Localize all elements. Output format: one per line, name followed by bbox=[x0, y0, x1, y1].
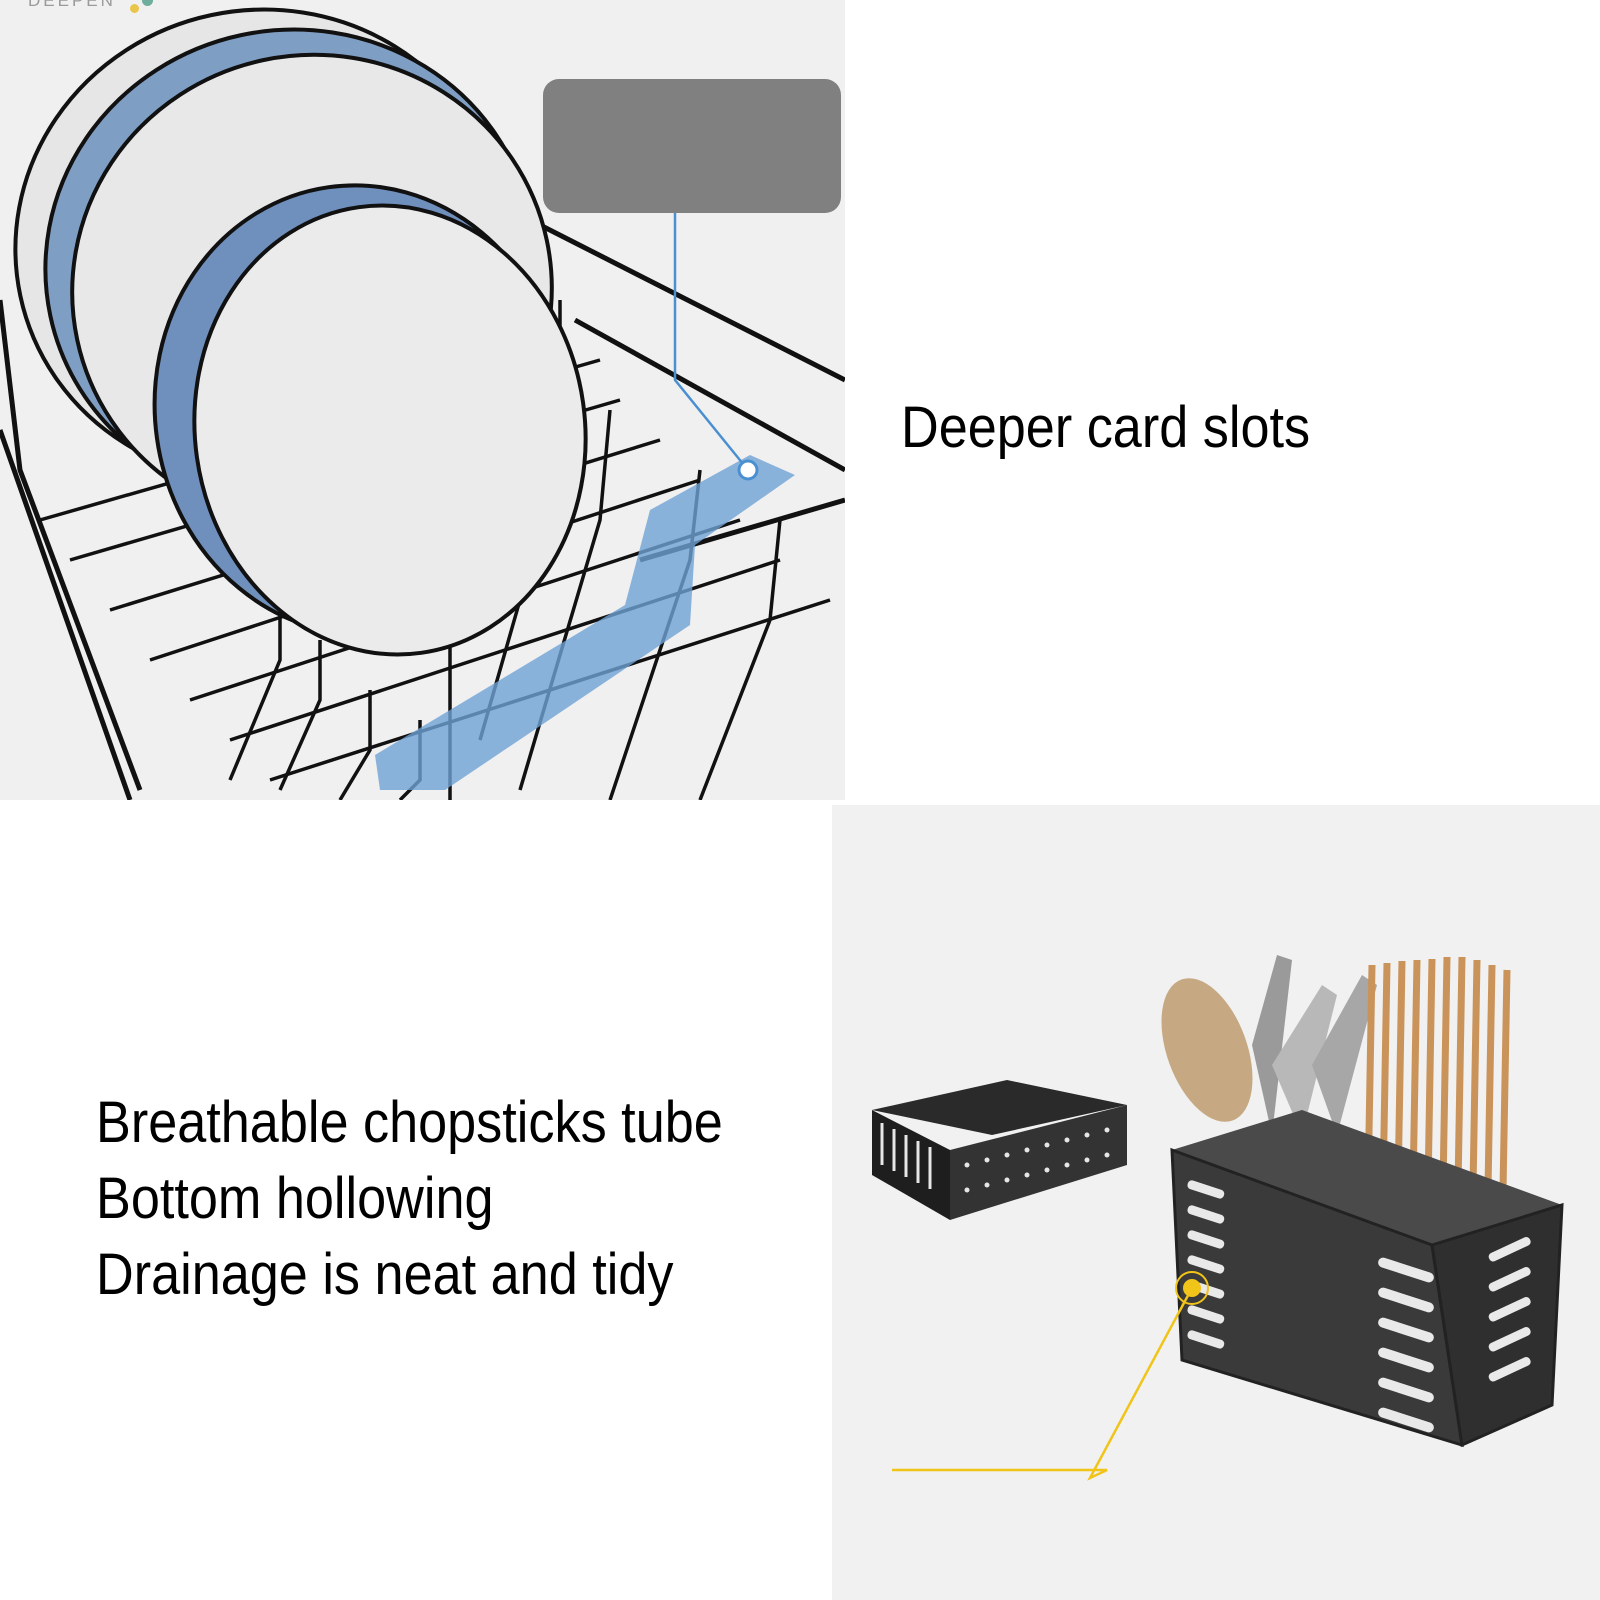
small-holder-holes bbox=[964, 1127, 1110, 1193]
brand-logo-dot-green bbox=[142, 0, 153, 6]
chopsticks-caption-panel: Breathable chopsticks tube Bottom hollow… bbox=[0, 815, 832, 1600]
small-holder bbox=[872, 1080, 1127, 1220]
utensil-holder-image bbox=[832, 805, 1600, 1600]
utensil-holder-slots bbox=[1187, 1180, 1531, 1433]
plates bbox=[13, 7, 588, 657]
brand-logo-dot-yellow bbox=[130, 4, 139, 13]
chopsticks-caption: Breathable chopsticks tube Bottom hollow… bbox=[96, 1085, 723, 1313]
small-holder-slots bbox=[880, 1123, 932, 1189]
utensils bbox=[1161, 955, 1377, 1135]
callout-box bbox=[543, 79, 841, 213]
caption-line-3: Drainage is neat and tidy bbox=[96, 1242, 674, 1307]
fork-2 bbox=[1312, 975, 1377, 1135]
utensil-holder-illustration bbox=[872, 955, 1564, 1481]
caption-line-2: Bottom hollowing bbox=[96, 1166, 494, 1231]
plate-front bbox=[192, 203, 588, 657]
callout-line bbox=[892, 1287, 1194, 1481]
callout-line bbox=[673, 213, 749, 471]
dish-rack-illustration bbox=[0, 7, 845, 800]
caption-line-1: Breathable chopsticks tube bbox=[96, 1090, 723, 1155]
callout-ring bbox=[1175, 1271, 1209, 1305]
card-slot-highlight bbox=[375, 455, 795, 790]
utensil-holder bbox=[1170, 1110, 1564, 1448]
callout-dot bbox=[1183, 1279, 1201, 1297]
fork-1 bbox=[1272, 985, 1337, 1135]
drainage-callout bbox=[892, 1271, 1209, 1481]
card-slots-caption: Deeper card slots bbox=[901, 395, 1311, 460]
spoon bbox=[1161, 978, 1253, 1122]
brand-logo-text: DEEPEN bbox=[28, 0, 116, 10]
knife bbox=[1252, 955, 1292, 1135]
card-slots-caption-panel: Deeper card slots bbox=[845, 0, 1600, 800]
callout-dot bbox=[737, 459, 759, 481]
dish-rack-image: DEEPEN bbox=[0, 0, 845, 800]
